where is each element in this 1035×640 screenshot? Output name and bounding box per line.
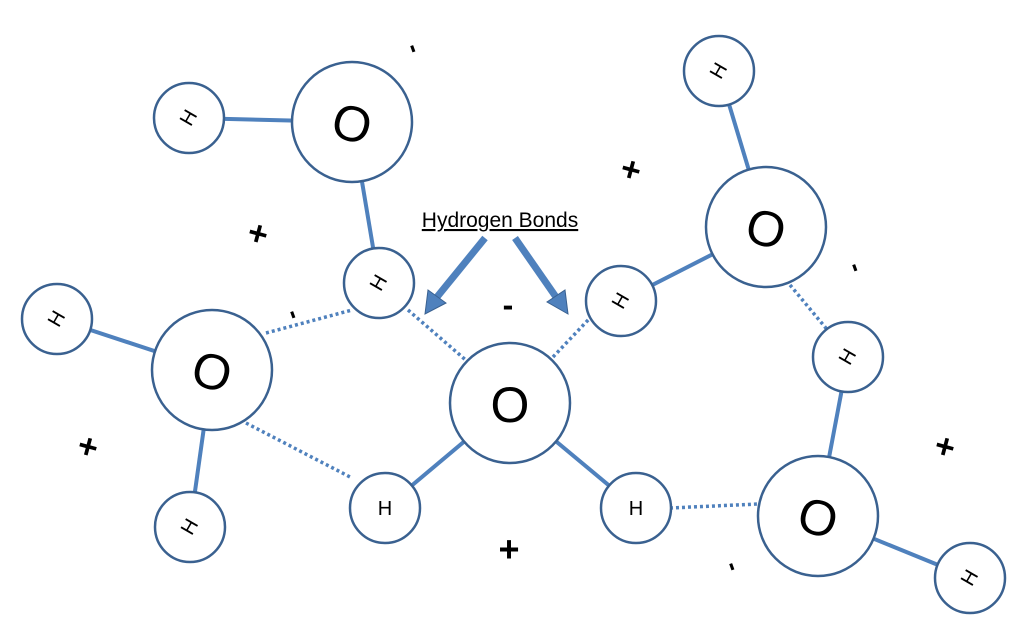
oxygen-atom: O — [448, 341, 572, 465]
hydrogen-circle — [682, 34, 756, 108]
hydrogen-bonds — [245, 283, 832, 510]
left-pointer-arrow — [424, 235, 488, 315]
hydrogen-circle — [599, 471, 673, 545]
oxygen-circle — [150, 308, 274, 432]
hydrogen-atom: H — [348, 471, 422, 545]
hydrogen-circle — [348, 471, 422, 545]
hydrogen-bond — [788, 283, 832, 335]
oxygen-atom: O — [290, 60, 414, 184]
oxygen-atom: O — [150, 308, 274, 432]
hydrogen-circle — [584, 264, 658, 338]
hydrogen-atom: H — [599, 471, 673, 545]
oxygen-circle — [704, 165, 828, 289]
negative-charge: - — [279, 305, 310, 323]
oxygen-atoms: O O O O O — [150, 60, 880, 578]
hydrogen-atom: H — [933, 541, 1007, 615]
arrow-shaft — [512, 236, 559, 299]
hydrogen-bond — [551, 316, 592, 359]
hydrogen-atom: H — [152, 81, 226, 155]
arrow-head — [424, 289, 447, 315]
hydrogen-circle — [20, 282, 94, 356]
hydrogen-atoms: H H H H H H H — [20, 34, 1007, 615]
negative-charge: - — [718, 557, 749, 575]
positive-charge: + — [930, 426, 959, 468]
hydrogen-bond — [265, 308, 353, 335]
hydrogen-circle — [811, 320, 885, 394]
hydrogen-bond — [669, 502, 759, 510]
hydrogen-atom: H — [342, 246, 416, 320]
positive-charge: + — [616, 149, 645, 191]
hydrogen-atom: H — [811, 320, 885, 394]
positive-charge: + — [73, 426, 102, 468]
right-pointer-arrow — [512, 236, 569, 315]
hydrogen-bond — [406, 308, 470, 364]
positive-charge: + — [243, 213, 272, 255]
arrow-head — [546, 289, 569, 315]
oxygen-label: O — [491, 377, 530, 433]
hydrogen-circle — [933, 541, 1007, 615]
hydrogen-bond — [245, 421, 353, 480]
hydrogen-circle — [342, 246, 416, 320]
oxygen-atom: O — [756, 454, 880, 578]
oxygen-circle — [448, 341, 572, 465]
negative-charge: - — [841, 258, 872, 276]
arrow-shaft — [434, 235, 488, 300]
hydrogen-bonds-callout: Hydrogen Bonds — [422, 209, 578, 315]
hydrogen-atom: H — [682, 34, 756, 108]
hydrogen-atom: H — [153, 490, 227, 564]
diagram-title: Hydrogen Bonds — [422, 209, 578, 232]
oxygen-circle — [756, 454, 880, 578]
hydrogen-atom: H — [584, 264, 658, 338]
oxygen-atom: O — [704, 165, 828, 289]
hydrogen-label: H — [629, 498, 643, 520]
hydrogen-atom: H — [20, 282, 94, 356]
hydrogen-circle — [153, 490, 227, 564]
hydrogen-circle — [152, 81, 226, 155]
oxygen-circle — [290, 60, 414, 184]
hydrogen-label: H — [378, 498, 392, 520]
negative-charge: - — [399, 39, 430, 57]
negative-charge: - — [503, 287, 514, 323]
positive-charge: + — [498, 529, 519, 570]
